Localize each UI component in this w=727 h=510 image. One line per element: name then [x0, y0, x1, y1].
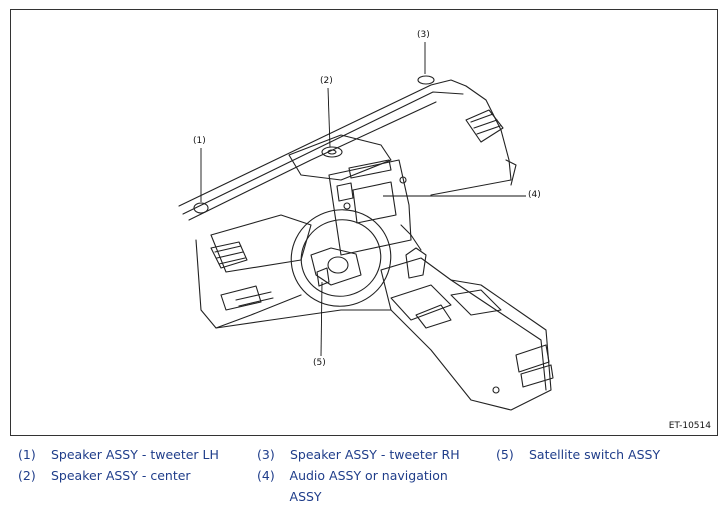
tweeter-rh — [417, 75, 435, 85]
callout-label-1: (1) — [193, 136, 206, 146]
dashboard-line-drawing — [178, 42, 554, 411]
audio-unit-screen — [352, 181, 397, 224]
right-air-vent — [465, 109, 504, 143]
legend-item-1: (1) Speaker ASSY - tweeter LH — [18, 444, 219, 465]
callout-label-3: (3) — [417, 30, 430, 40]
legend-item-2: (2) Speaker ASSY - center — [18, 465, 191, 486]
leader-line-5 — [320, 281, 323, 357]
legend-text: Speaker ASSY - center — [51, 468, 191, 483]
left-air-vent — [210, 241, 248, 269]
center-stack — [328, 159, 412, 256]
callout-label-5: (5) — [313, 358, 326, 368]
legend-text: Speaker ASSY - tweeter LH — [51, 447, 219, 462]
center-speaker-housing — [288, 134, 392, 181]
legend-number: (4) — [257, 468, 275, 483]
legend-number: (1) — [18, 447, 36, 462]
callout-label-4: (4) — [528, 190, 541, 200]
tweeter-lh — [193, 202, 209, 214]
legend-text: Audio ASSY or navigation ASSY — [289, 468, 448, 504]
center-console — [380, 257, 552, 411]
legend: (1) Speaker ASSY - tweeter LH (2) Speake… — [18, 444, 718, 508]
legend-item-4: (4) Audio ASSY or navigation ASSY — [257, 465, 457, 507]
figure-frame: (1) (2) (3) (4) (5) ET-10514 — [10, 9, 718, 436]
callout-label-2: (2) — [320, 76, 333, 86]
legend-text: Satellite switch ASSY — [529, 447, 661, 462]
legend-text: Speaker ASSY - tweeter RH — [290, 447, 460, 462]
satellite-switch — [316, 267, 330, 287]
legend-number: (5) — [496, 447, 514, 462]
legend-number: (3) — [257, 447, 275, 462]
steering-wheel-rim — [290, 209, 392, 307]
dash-top-edge — [178, 79, 467, 207]
rear-console-vents — [515, 344, 550, 373]
center-speaker — [321, 146, 343, 158]
figure-id: ET-10514 — [668, 421, 711, 431]
legend-item-3: (3) Speaker ASSY - tweeter RH — [257, 444, 460, 465]
legend-item-5: (5) Satellite switch ASSY — [496, 444, 660, 465]
legend-number: (2) — [18, 468, 36, 483]
leader-line-2 — [327, 87, 331, 148]
